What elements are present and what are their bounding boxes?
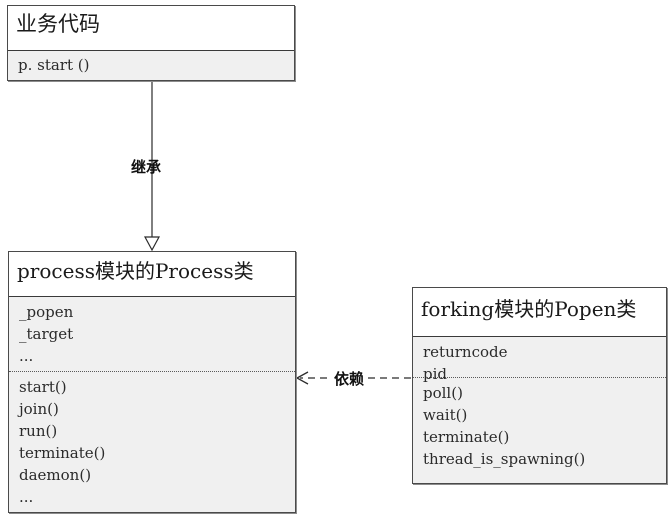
attributes-compartment-popen: returncode pid xyxy=(413,337,666,383)
attribute-row: ... xyxy=(19,347,34,365)
operations-compartment-popen: poll() wait() terminate() thread_is_spaw… xyxy=(413,378,666,483)
operation-row: terminate() xyxy=(19,444,106,462)
operations-compartment-business-code: p. start () xyxy=(8,51,294,80)
class-box-process[interactable]: process模块的Process类 _popen _target ... st… xyxy=(8,251,296,513)
class-title-process: process模块的Process类 xyxy=(9,252,295,297)
operation-row: start() xyxy=(19,378,67,396)
edge-label-dependency: 依赖 xyxy=(331,368,368,389)
operation-row: thread_is_spawning() xyxy=(423,450,586,468)
operation-row: terminate() xyxy=(423,428,510,446)
operations-compartment-process: start() join() run() terminate() daemon(… xyxy=(9,372,295,512)
dependency-edge xyxy=(295,371,411,385)
attributes-compartment-process: _popen _target ... xyxy=(9,297,295,372)
attribute-row: _popen xyxy=(19,303,74,321)
edge-label-inheritance: 继承 xyxy=(131,158,162,176)
attribute-row: returncode xyxy=(423,343,508,361)
operation-row: ... xyxy=(19,488,34,506)
operation-row: join() xyxy=(19,400,59,418)
attribute-row: _target xyxy=(19,325,74,343)
inheritance-arrowhead xyxy=(143,236,161,252)
class-box-popen[interactable]: forking模块的Popen类 returncode pid poll() w… xyxy=(412,287,667,484)
operation-row: p. start () xyxy=(18,56,90,74)
class-title-popen: forking模块的Popen类 xyxy=(413,288,666,337)
operation-row: run() xyxy=(19,422,58,440)
class-title-business-code: 业务代码 xyxy=(8,6,294,51)
operation-row: wait() xyxy=(423,406,468,424)
attribute-row: pid xyxy=(423,365,448,383)
dependency-arrowhead xyxy=(295,371,309,385)
operation-row: poll() xyxy=(423,384,463,402)
inheritance-edge xyxy=(143,81,161,252)
class-box-business-code[interactable]: 业务代码 p. start () xyxy=(7,5,295,81)
operation-row: daemon() xyxy=(19,466,92,484)
